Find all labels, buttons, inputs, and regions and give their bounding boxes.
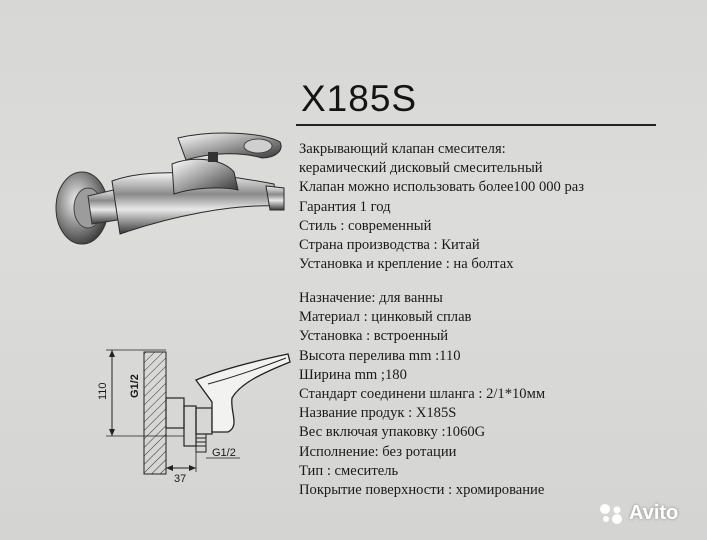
spec-line: Назначение: для ванны [299, 290, 443, 306]
spec-line: Материал : цинковый сплав [299, 309, 472, 326]
feature-line: Гарантия 1 год [299, 198, 391, 215]
faucet-photo [55, 132, 285, 245]
spec-line: Высота перелива mm :110 [299, 347, 461, 364]
spec-line: Исполнение: без ротации [299, 443, 457, 460]
thread-label-bottom: G1/2 [212, 447, 236, 459]
spec-line: Покрытие поверхности : хромирование [299, 482, 545, 499]
spec-line: Название продук : X185S [299, 405, 457, 422]
specs-list: Назначение: для ванны Материал : цинковы… [299, 289, 545, 500]
feature-line: керамический дисковый смесительный [299, 160, 543, 177]
depth-dimension-label: 37 [174, 473, 186, 485]
watermark-text: Avito [629, 502, 679, 524]
model-title: X185S [301, 78, 418, 119]
thread-label-vertical: G1/2 [129, 374, 141, 398]
spec-line: Вес включая упаковку :1060G [299, 424, 486, 441]
spec-line: Ширина mm ;180 [299, 366, 407, 383]
feature-line: Страна производства : Китай [299, 237, 480, 254]
height-dimension-label: 110 [97, 382, 109, 400]
spec-line: Стандарт соединени шланга : 2/1*10мм [299, 386, 546, 403]
feature-line: Стиль : современный [299, 217, 432, 234]
dimension-drawing: 110 G1/2 37 G1/2 [97, 349, 291, 485]
avito-dots-icon [600, 503, 622, 524]
features-list: Закрывающий клапан смесителя: керамическ… [299, 140, 584, 274]
spec-line: Установка : встроенный [299, 328, 449, 345]
avito-watermark: Avito [598, 502, 678, 525]
title-underline [296, 124, 656, 126]
feature-line: Установка и крепление : на болтах [299, 256, 514, 273]
spec-line: Тип : смеситель [299, 462, 399, 479]
feature-line: Клапан можно использовать более100 000 р… [299, 179, 585, 196]
feature-line: Закрывающий клапан смесителя: [299, 141, 506, 157]
